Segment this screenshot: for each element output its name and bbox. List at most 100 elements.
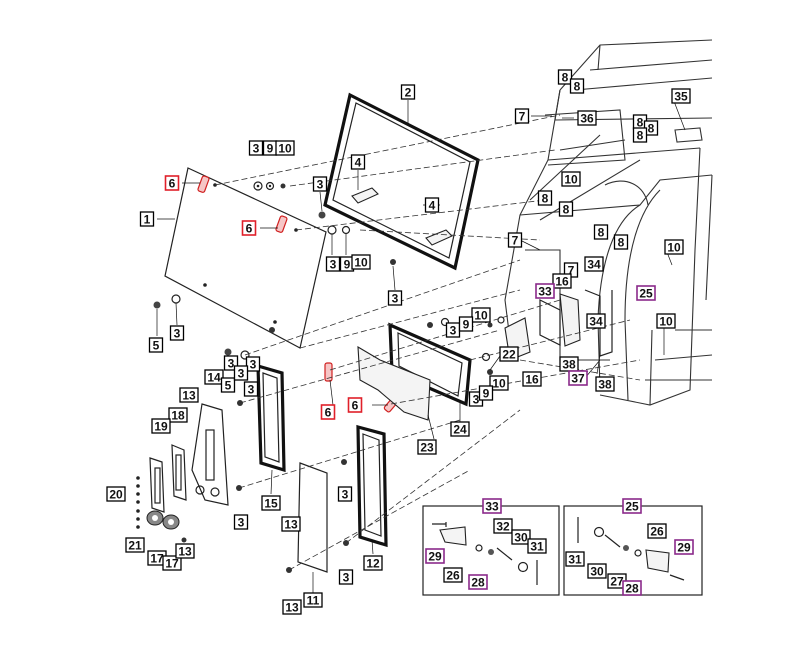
callout-9: 9 <box>458 316 474 332</box>
callout-box <box>656 313 676 329</box>
callout-box <box>584 256 604 272</box>
callout-3: 3 <box>169 325 185 341</box>
callout-number: 10 <box>659 315 673 329</box>
callout-box <box>351 254 371 270</box>
callout-7: 7 <box>507 232 523 248</box>
callout-number: 8 <box>598 226 605 240</box>
callout-box <box>148 337 164 353</box>
callout-number: 33 <box>485 500 499 514</box>
callout-10: 10 <box>275 140 295 156</box>
callout-22: 22 <box>499 346 519 362</box>
callout-25: 25 <box>636 285 656 301</box>
callout-box <box>561 171 581 187</box>
callout-number: 16 <box>555 275 569 289</box>
callout-box <box>337 486 353 502</box>
callout-box <box>261 495 281 511</box>
callout-number: 20 <box>109 488 123 502</box>
callout-box <box>664 239 684 255</box>
callout-25: 25 <box>622 498 642 514</box>
callout-26: 26 <box>443 567 463 583</box>
callout-box <box>557 69 573 85</box>
callout-number: 18 <box>171 409 185 423</box>
callout-box <box>179 387 199 403</box>
callout-number: 10 <box>564 173 578 187</box>
callout-box <box>233 514 249 530</box>
callout-38: 38 <box>595 376 615 392</box>
callout-number: 7 <box>519 110 526 124</box>
callout-16: 16 <box>522 371 542 387</box>
callout-29: 29 <box>425 548 445 564</box>
callout-5: 5 <box>220 377 236 393</box>
callout-number: 30 <box>514 531 528 545</box>
callout-box <box>537 190 553 206</box>
callout-number: 17 <box>150 552 164 566</box>
callout-box <box>568 370 588 386</box>
callout-number: 9 <box>344 258 351 272</box>
callout-number: 13 <box>284 518 298 532</box>
detail-box-33 <box>422 505 560 596</box>
callout-21: 21 <box>125 537 145 553</box>
callout-box <box>671 88 691 104</box>
callout-number: 26 <box>446 569 460 583</box>
callout-9: 9 <box>478 385 494 401</box>
callout-box <box>424 197 440 213</box>
callout-box <box>243 381 259 397</box>
callout-8: 8 <box>632 127 648 143</box>
callout-number: 22 <box>502 348 516 362</box>
callout-6: 6 <box>320 404 336 420</box>
callout-26: 26 <box>647 523 667 539</box>
callout-number: 28 <box>625 582 639 596</box>
callout-20: 20 <box>106 486 126 502</box>
callout-16: 16 <box>552 273 572 289</box>
callout-number: 27 <box>610 575 624 589</box>
callout-9: 9 <box>262 140 278 156</box>
callout-number: 14 <box>207 371 221 385</box>
callout-number: 3 <box>392 292 399 306</box>
callout-number: 30 <box>590 565 604 579</box>
callout-box <box>245 356 261 372</box>
callout-box <box>169 325 185 341</box>
callout-number: 24 <box>453 423 467 437</box>
assembly-dashed-lines <box>214 114 641 571</box>
callout-30: 30 <box>511 529 531 545</box>
callout-box <box>233 365 249 381</box>
callout-box <box>164 175 180 191</box>
callout-2: 2 <box>400 84 416 100</box>
callout-number: 7 <box>568 264 575 278</box>
callout-number: 37 <box>571 372 585 386</box>
callout-33: 33 <box>482 498 502 514</box>
callout-1: 1 <box>139 211 155 227</box>
part-17-rollers <box>146 510 180 530</box>
callout-box <box>241 220 257 236</box>
callout-box <box>350 154 366 170</box>
callout-number: 29 <box>428 550 442 564</box>
callout-box <box>458 316 474 332</box>
callout-number: 17 <box>165 557 179 571</box>
callout-number: 8 <box>618 236 625 250</box>
callout-number: 3 <box>342 488 349 502</box>
callout-number: 36 <box>580 112 594 126</box>
callout-box <box>282 599 302 615</box>
part-15-small-window-seal <box>256 363 286 473</box>
callout-number: 19 <box>154 420 168 434</box>
callout-10: 10 <box>351 254 371 270</box>
callout-number: 8 <box>562 71 569 85</box>
callout-37: 37 <box>568 370 588 386</box>
callout-number: 3 <box>228 357 235 371</box>
callout-box <box>468 574 488 590</box>
callout-number: 34 <box>589 315 603 329</box>
callout-box <box>151 418 171 434</box>
callout-number: 3 <box>250 358 257 372</box>
callout-box <box>275 140 295 156</box>
callout-17: 17 <box>162 555 182 571</box>
callout-3: 3 <box>248 140 264 156</box>
callout-number: 38 <box>562 358 576 372</box>
callout-box <box>139 211 155 227</box>
callout-box <box>347 397 363 413</box>
callout-box <box>125 537 145 553</box>
callout-10: 10 <box>664 239 684 255</box>
callout-28: 28 <box>622 580 642 596</box>
callout-number: 3 <box>248 383 255 397</box>
callout-4: 4 <box>424 197 440 213</box>
